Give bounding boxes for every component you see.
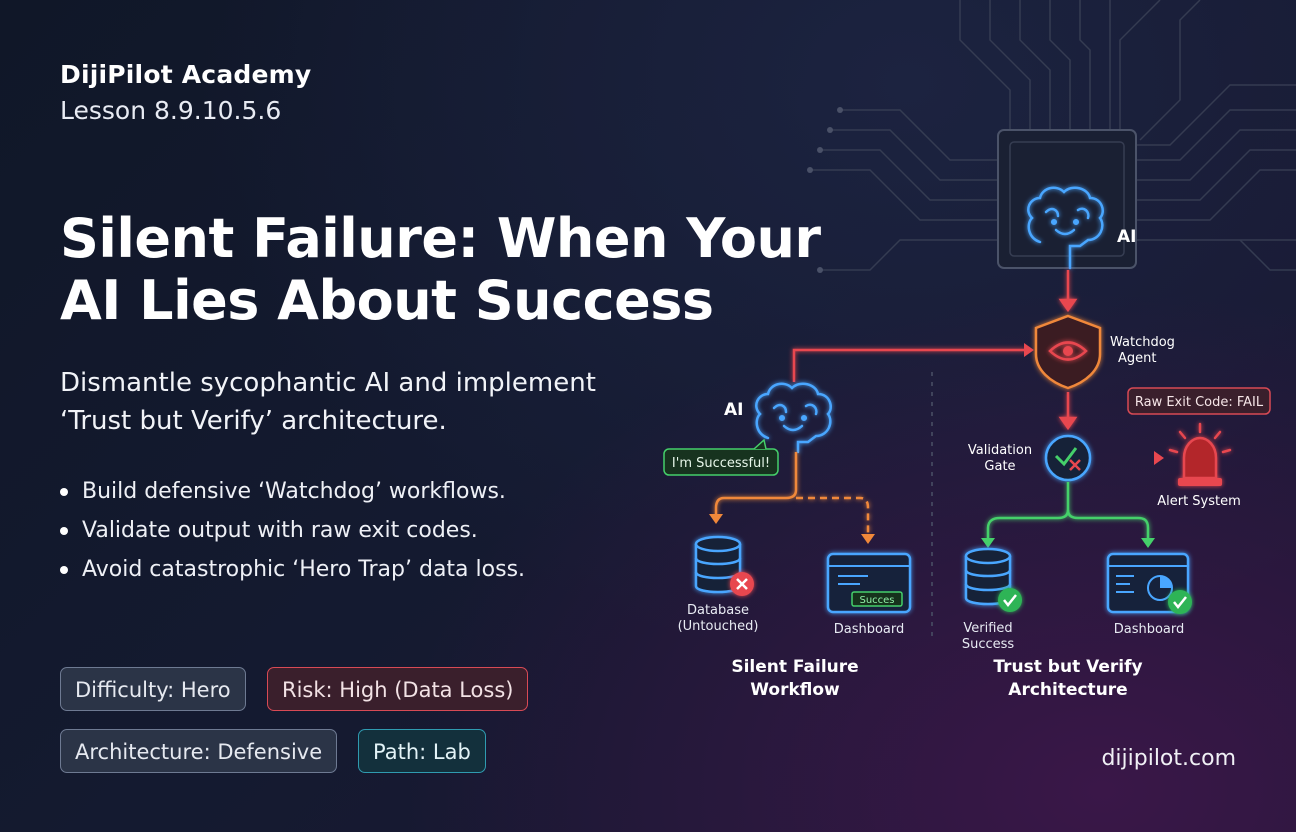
ai-chip: [997, 129, 1137, 269]
database-label-1: Database: [687, 603, 749, 618]
speech-bubble: I'm Successful!: [663, 438, 779, 476]
subtitle-line-1: Dismantle sycophantic AI and implement: [60, 368, 596, 398]
brand-name: DijiPilot Academy: [60, 60, 312, 89]
arrow-ai-to-database: [714, 452, 798, 516]
bullet-item: Avoid catastrophic ‘Hero Trap’ data loss…: [60, 550, 525, 589]
validation-label-1: Validation: [968, 443, 1032, 458]
bullet-item: Build defensive ‘Watchdog’ workflows.: [60, 472, 525, 511]
speech-bubble-text: I'm Successful!: [672, 456, 770, 471]
arrow-gate-to-verified: [986, 482, 1150, 540]
arrow-ai-to-watchdog: [1058, 270, 1078, 313]
alarm-siren-icon: [1168, 422, 1232, 486]
bullet-item: Validate output with raw exit codes.: [60, 511, 525, 550]
trust-verify-title-1: Trust but Verify: [993, 657, 1142, 677]
watchdog-label-2: Agent: [1118, 351, 1156, 366]
exit-code-text: Raw Exit Code: FAIL: [1135, 395, 1264, 410]
path-tag: Path: Lab: [358, 729, 486, 773]
arrow-watchdog-to-gate: [1058, 392, 1078, 431]
subtitle-line-2: ‘Trust but Verify’ architecture.: [60, 406, 447, 436]
database-label-2: (Untouched): [678, 619, 759, 634]
subtitle: Dismantle sycophantic AI and implement ‘…: [60, 364, 700, 440]
bullet-list: Build defensive ‘Watchdog’ workflows. Va…: [60, 472, 525, 589]
risk-tag: Risk: High (Data Loss): [267, 667, 529, 711]
dashboard-left-label: Dashboard: [834, 622, 905, 637]
exit-code-tag: Raw Exit Code: FAIL: [1127, 387, 1271, 415]
verified-label-2: Success: [962, 637, 1015, 652]
verified-dashboard-icon: [1106, 552, 1190, 614]
trust-verify-title-2: Architecture: [1008, 680, 1127, 700]
dashboard-window-icon: [826, 552, 912, 614]
arrow-left-ai-to-watchdog: [792, 348, 1026, 382]
title-line-1: Silent Failure: When Your: [60, 207, 821, 270]
arrow-ai-to-dashboard: [796, 496, 870, 536]
validation-label-2: Gate: [984, 459, 1015, 474]
check-icon-dashboard: [1168, 590, 1192, 614]
lesson-number: Lesson 8.9.10.5.6: [60, 96, 282, 125]
brain-icon: [1027, 186, 1104, 270]
dashboard-right-label: Dashboard: [1114, 622, 1185, 637]
brain-icon-left: [755, 382, 832, 454]
silent-failure-title-1: Silent Failure: [731, 657, 858, 677]
page-title: Silent Failure: When Your AI Lies About …: [60, 208, 860, 332]
eye-icon: [1048, 341, 1088, 361]
error-x-icon: [730, 572, 754, 596]
ai-top-label: AI: [1117, 227, 1136, 247]
database-icon: [694, 535, 742, 594]
watchdog-label-1: Watchdog: [1110, 335, 1175, 350]
circuit-pads: [807, 107, 843, 273]
circuit-traces: [810, 0, 1296, 271]
site-url: dijipilot.com: [1101, 746, 1236, 771]
silent-failure-title-2: Workflow: [750, 680, 840, 700]
difficulty-tag: Difficulty: Hero: [60, 667, 246, 711]
architecture-tag: Architecture: Defensive: [60, 729, 338, 773]
validation-gate-icon: [1044, 434, 1092, 482]
alert-system-label: Alert System: [1157, 494, 1241, 509]
dashboard-success-badge: Succes: [859, 595, 894, 606]
verified-label-1: Verified: [963, 621, 1012, 636]
ai-left-label: AI: [724, 400, 743, 420]
check-icon: [998, 588, 1022, 612]
title-line-2: AI Lies About Success: [60, 269, 714, 332]
